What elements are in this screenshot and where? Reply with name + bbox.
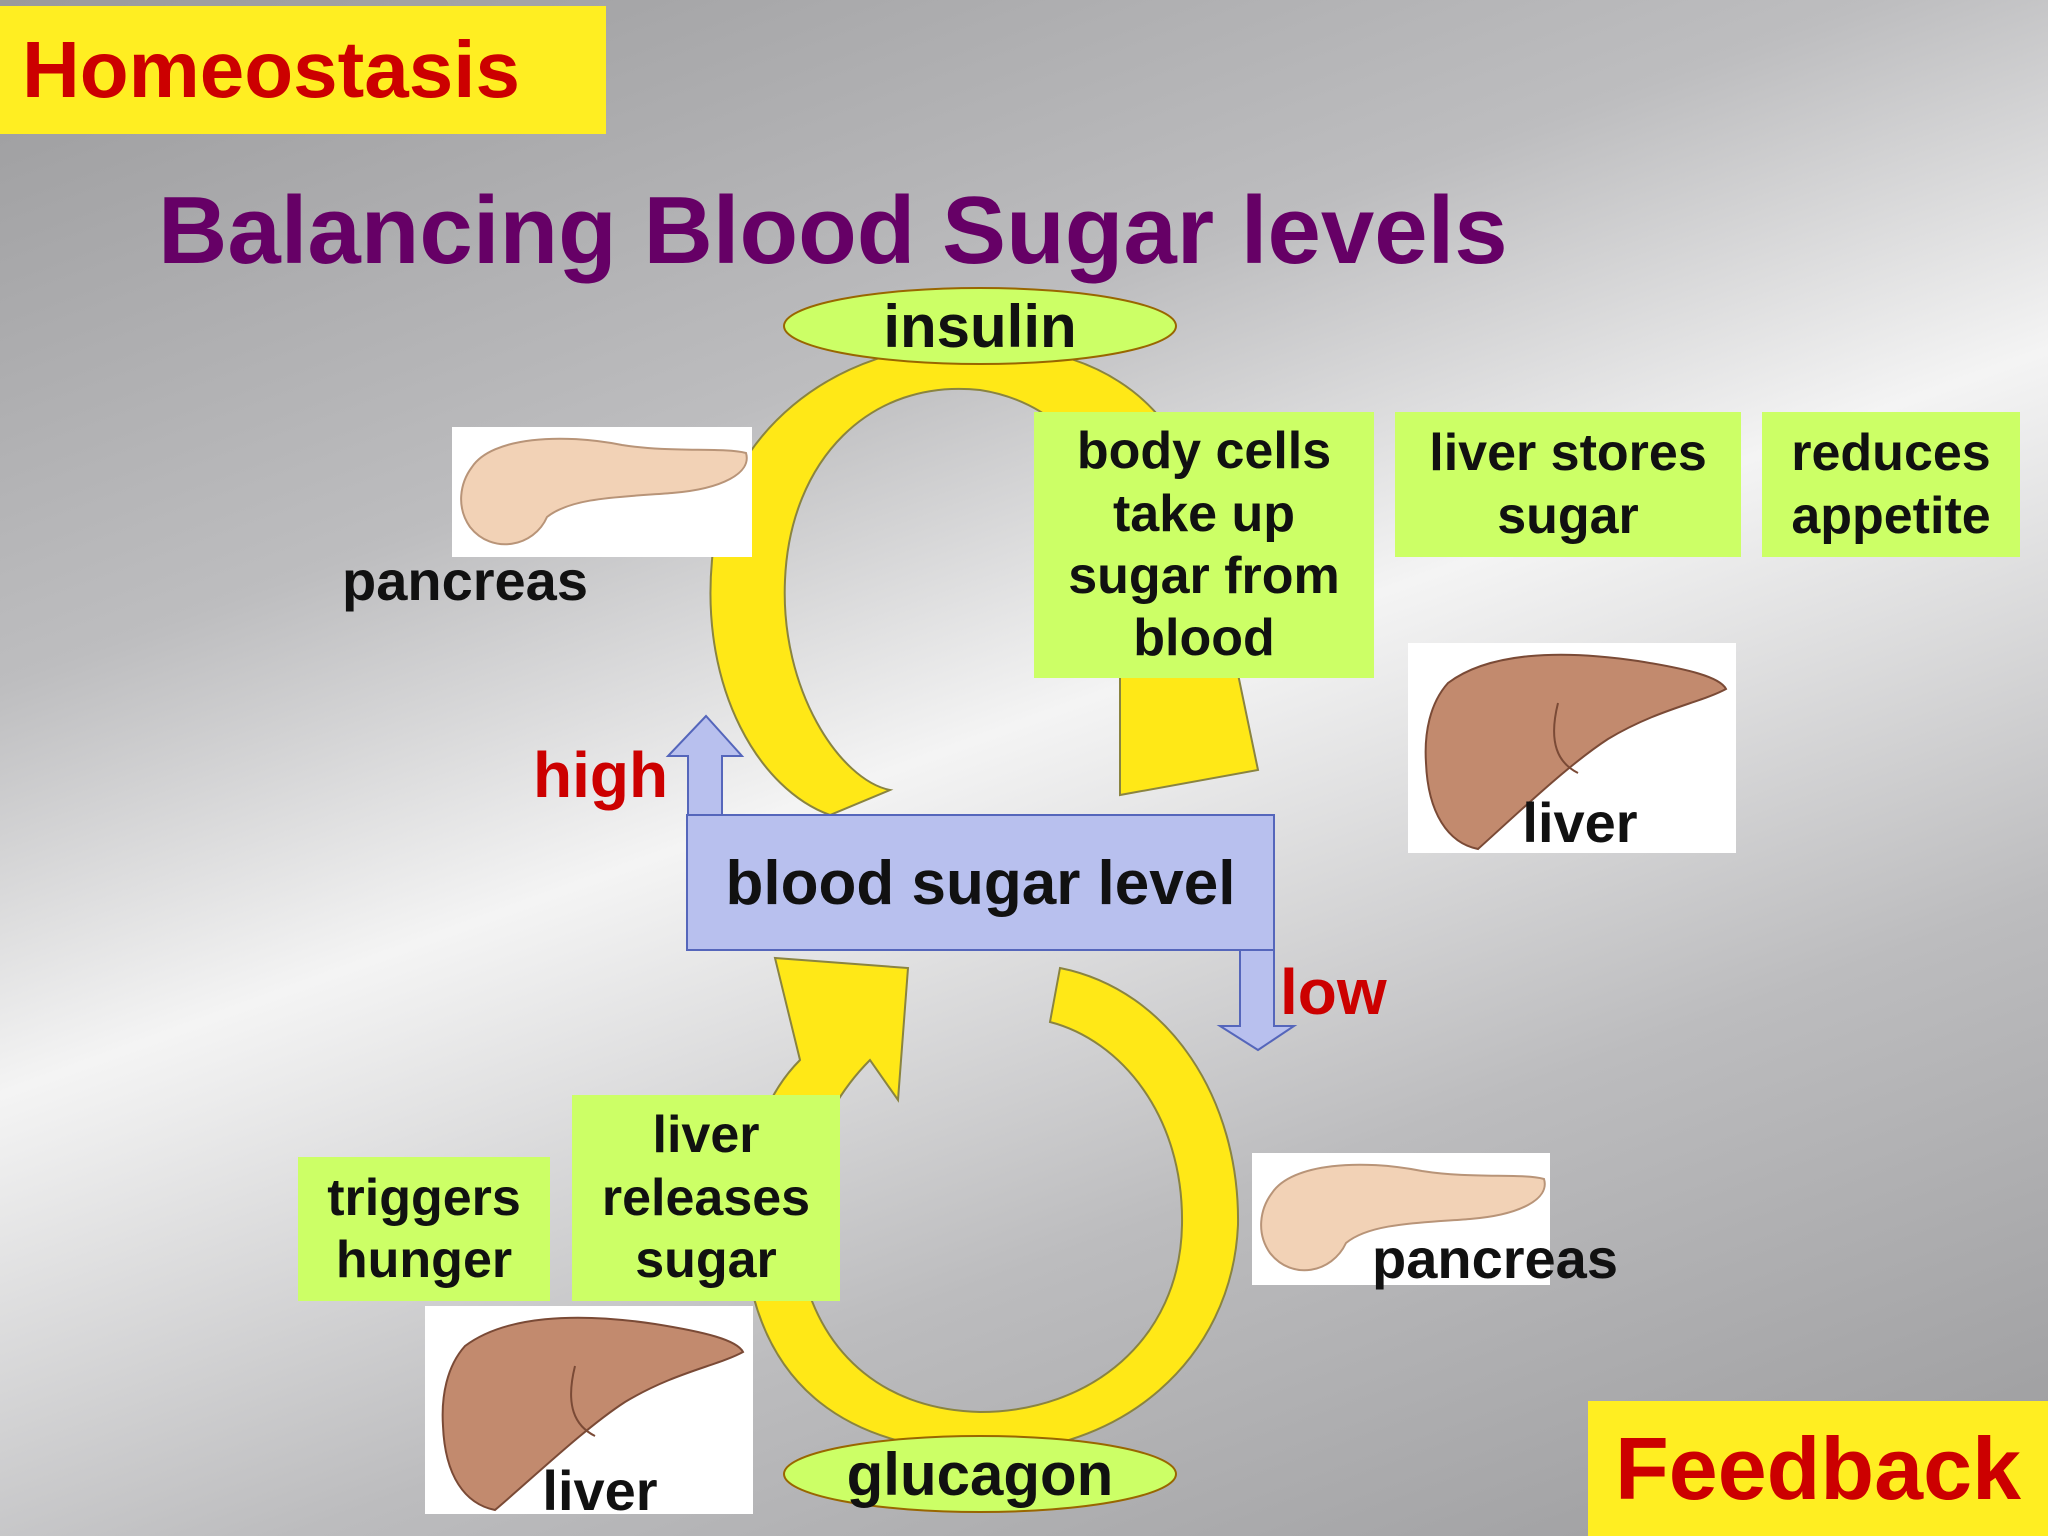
- pancreas-image-top: [452, 427, 752, 557]
- insulin-oval: [783, 287, 1177, 365]
- high-label: high: [533, 739, 669, 811]
- liver-releases-text: liver releases sugar: [601, 1106, 811, 1290]
- liver-image-bottom: [425, 1306, 753, 1514]
- liver-icon: [1424, 653, 1728, 851]
- triggers-hunger-text: triggers hunger: [327, 1168, 521, 1289]
- triggers-hunger-box: triggers hunger: [298, 1157, 550, 1301]
- body-cells-text: body cells take up sugar from blood: [1068, 422, 1340, 668]
- pancreas-label-bottom: pancreas: [1372, 1227, 1618, 1290]
- liver-stores-box: liver stores sugar: [1395, 412, 1741, 557]
- glucagon-loop-arrow: [742, 956, 1240, 1454]
- homeostasis-badge: Homeostasis: [0, 6, 606, 134]
- insulin-label: insulin: [883, 293, 1077, 360]
- pancreas-image-bottom: [1252, 1153, 1550, 1285]
- homeostasis-badge-text: Homeostasis: [22, 25, 520, 114]
- blood-sugar-level-label: blood sugar level: [725, 849, 1236, 918]
- low-label: low: [1280, 956, 1387, 1028]
- blood-sugar-level-box: [686, 814, 1275, 951]
- liver-stores-text: liver stores sugar: [1429, 424, 1707, 545]
- page-title: Balancing Blood Sugar levels: [158, 177, 1508, 284]
- reduces-appetite-text: reduces appetite: [1791, 424, 1991, 545]
- pancreas-label-top: pancreas: [342, 549, 588, 612]
- high-up-arrow: [665, 714, 745, 816]
- pancreas-icon: [1260, 1163, 1546, 1272]
- body-cells-box: body cells take up sugar from blood: [1034, 412, 1374, 678]
- glucagon-label: glucagon: [846, 1441, 1114, 1508]
- feedback-button-label: Feedback: [1615, 1418, 2021, 1518]
- pancreas-icon: [460, 437, 748, 546]
- low-down-arrow: [1216, 947, 1298, 1052]
- liver-releases-box: liver releases sugar: [572, 1095, 840, 1301]
- liver-label-bottom: liver: [542, 1459, 658, 1522]
- glucagon-oval: [783, 1435, 1177, 1513]
- reduces-appetite-box: reduces appetite: [1762, 412, 2020, 557]
- feedback-button[interactable]: Feedback: [1588, 1401, 2048, 1536]
- liver-icon: [441, 1316, 745, 1512]
- liver-image-top: [1408, 643, 1736, 853]
- liver-label-top: liver: [1522, 791, 1638, 854]
